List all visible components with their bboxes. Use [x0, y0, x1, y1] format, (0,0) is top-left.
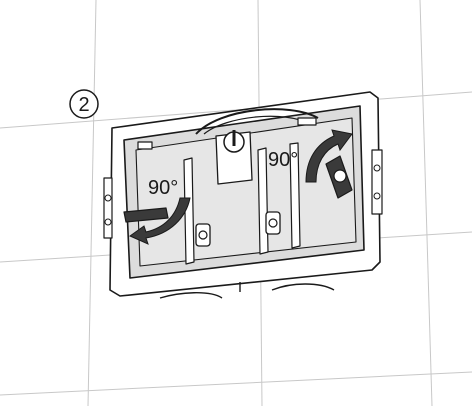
- right-rotation-arrow: [305, 129, 353, 183]
- mounting-frame: [103, 91, 383, 299]
- left-rotation-label: 90°: [148, 177, 178, 199]
- left-rotation-arrow: [128, 197, 191, 245]
- step-number: 2: [78, 94, 89, 116]
- step-number-badge: 2: [69, 89, 99, 119]
- right-rotation-label: 90°: [268, 149, 298, 171]
